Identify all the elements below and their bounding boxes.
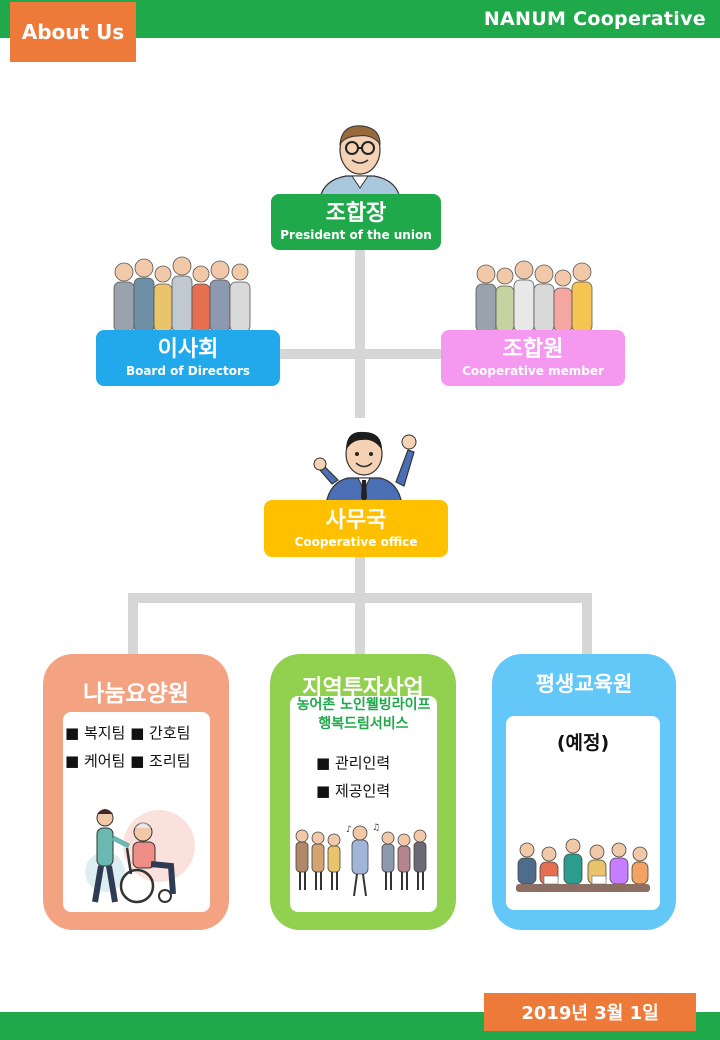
care-home-content: ■ 복지팀 ■ 간호팀 ■ 케어팀 ■ 조리팀 xyxy=(63,712,210,912)
connector-board-members xyxy=(278,349,444,359)
members-title-ko: 조합원 xyxy=(502,337,564,362)
regional-investment-content: 농어촌 노인웰빙라이프 행복드림서비스 ■ 관리인력 ■ 제공인력 xyxy=(290,696,437,912)
brand-name: NANUM Cooperative xyxy=(483,8,706,30)
regional-investment-staff-line-1: ■ 관리인력 xyxy=(316,754,391,772)
office-staff-illustration xyxy=(313,431,417,505)
office-title-ko: 사무국 xyxy=(325,507,387,533)
members-node: 조합원 Cooperative member xyxy=(441,330,625,386)
president-title-en: President of the union xyxy=(280,228,432,242)
study-group-illustration xyxy=(516,838,650,892)
care-home-title: 나눔요양원 xyxy=(83,681,189,707)
svg-text:♪: ♪ xyxy=(346,825,352,835)
seniors-dancing-illustration: ♪ ♫ xyxy=(295,823,427,897)
president-illustration xyxy=(319,125,401,199)
regional-investment-subtitle-1: 농어촌 노인웰빙라이프 xyxy=(296,697,431,713)
caregiver-wheelchair-illustration xyxy=(85,809,195,904)
connector-trunk xyxy=(355,248,365,418)
regional-investment-card: 지역투자사업 농어촌 노인웰빙라이프 행복드림서비스 ■ 관리인력 ■ 제공인력 xyxy=(270,654,456,930)
connector-branch-right xyxy=(582,593,592,655)
regional-investment-subtitle-2: 행복드림서비스 xyxy=(318,716,409,732)
board-title-ko: 이사회 xyxy=(157,337,219,362)
lifelong-education-content: (예정) xyxy=(506,716,660,910)
president-node: 조합장 President of the union xyxy=(271,194,441,250)
office-node: 사무국 Cooperative office xyxy=(264,500,448,557)
svg-text:♫: ♫ xyxy=(372,823,380,833)
board-group-illustration xyxy=(113,256,251,333)
president-title-ko: 조합장 xyxy=(325,201,387,226)
care-home-team-line-1: ■ 복지팀 ■ 간호팀 xyxy=(65,724,191,742)
office-title-en: Cooperative office xyxy=(294,534,418,549)
members-group-illustration xyxy=(475,260,593,333)
lifelong-education-status: (예정) xyxy=(556,732,610,754)
about-us-tab[interactable]: About Us xyxy=(10,2,136,62)
established-date: 2019년 3월 1일 xyxy=(484,993,696,1031)
regional-investment-staff-line-2: ■ 제공인력 xyxy=(316,782,391,800)
lifelong-education-title: 평생교육원 xyxy=(535,672,633,696)
connector-office-down xyxy=(355,556,365,656)
connector-branch-horizontal xyxy=(128,593,592,603)
members-title-en: Cooperative member xyxy=(462,364,604,378)
board-title-en: Board of Directors xyxy=(125,364,251,378)
connector-branch-left xyxy=(128,593,138,655)
lifelong-education-card: 평생교육원 (예정) xyxy=(492,654,676,930)
care-home-card: 나눔요양원 ■ 복지팀 ■ 간호팀 ■ 케어팀 ■ 조리팀 xyxy=(43,654,229,930)
board-node: 이사회 Board of Directors xyxy=(96,330,280,386)
care-home-team-line-2: ■ 케어팀 ■ 조리팀 xyxy=(65,752,191,770)
